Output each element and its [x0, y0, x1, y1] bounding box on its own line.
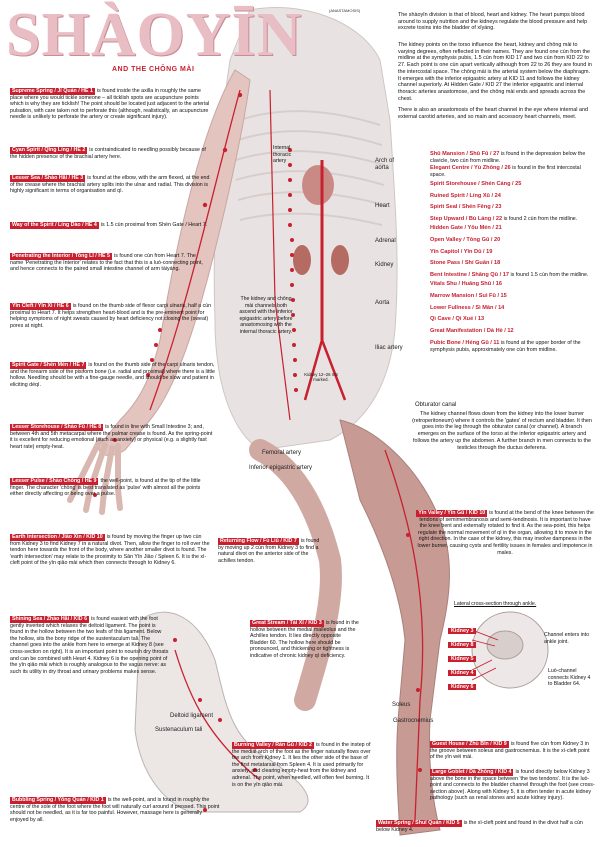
point-label: Earth Intersection / Jiāo Xìn / KID 10	[10, 534, 105, 541]
point-label: Lesser Pulse / Shào Chōng / HE 9	[10, 478, 99, 485]
obturator-canal-label: Obturator canal	[415, 402, 457, 408]
adrenal-label: Adrenal	[375, 238, 396, 244]
torso-point-15: Marrow Mansion / Suì Fǔ / 15	[430, 292, 507, 299]
acupoint-dots	[93, 92, 422, 812]
torso-figure	[213, 6, 398, 451]
soleus-label: Soleus	[392, 702, 411, 708]
torso-point-12: Great Manifestation / Dà Hè / 12	[430, 328, 514, 335]
point-label: Lesser Sea / Shào Hǎi / HE 3	[10, 175, 86, 182]
torso-point-20: Open Valley / Tōng Gǔ / 20	[430, 236, 501, 243]
page-subtitle: AND THE CHŌNG MÀI	[112, 66, 195, 73]
gastrocnemius-label: Gastrocnemius	[393, 718, 434, 724]
intro-paragraph-1: The shàoyīn division is that of blood, h…	[398, 12, 588, 32]
torso-point-18: Stone Pass / Shí Guān / 18	[430, 260, 501, 267]
heart-figure	[302, 165, 334, 205]
arch-of-aorta-label: Arch of aorta	[375, 158, 395, 171]
torso-point-22: Step Upward / Bù Láng / 22 is found 2 cù…	[430, 216, 578, 223]
point-label: Way of the Spirit / Líng Dào / HE 4	[10, 222, 99, 229]
femoral-artery-label: Femoral artery	[262, 450, 302, 456]
anastamosis-label: (ANASTAMOSIS)	[329, 8, 361, 13]
cross-label-kid4: Kidney 4	[448, 661, 477, 679]
sustentaculum-label: Sustenaculum tali	[155, 727, 203, 733]
kidney-channel-paragraph: The kidney channel flows down from the k…	[412, 411, 592, 451]
torso-point-23: Spirit Seal / Shén Fēng / 23	[430, 204, 502, 211]
torso-point-24: Ruined Spirit / Líng Xū / 24	[430, 192, 501, 199]
kidney-figure	[293, 245, 311, 275]
inferior-epigastric-label: Inferior epigastric artery	[249, 465, 313, 471]
leg-figure	[339, 419, 450, 836]
ribcage-figure	[235, 110, 385, 226]
cross-label-kid8: Kidney 8	[448, 633, 477, 651]
point-label: Great Stream / Tài Xī / KID 3	[250, 620, 324, 627]
cross-section-title: Lateral cross-section through ankle.	[454, 601, 537, 607]
point-label: Lesser Storehouse / Shào Fǔ / HE 8	[10, 424, 104, 431]
torso-points-list: Shū Mansion / Shū Fǔ / 27 is found in th…	[430, 151, 595, 353]
cross-note-2: Luò-channel connects Kidney 4 to Bladder…	[548, 668, 591, 687]
heart-point-5: Penetrating the Interior / Tōng Lǐ / HE …	[10, 253, 203, 273]
kidney-label: Kidney	[375, 262, 394, 268]
cross-label-kid6: Kidney 6	[448, 675, 477, 693]
aorta-label: Aorta	[375, 300, 390, 306]
hand-figure	[67, 437, 123, 515]
heart-label: Heart	[375, 203, 390, 209]
kidney-not-marked-note: Kidney 12–26 not marked.	[304, 372, 338, 382]
intro-paragraph-3: There is also an anastomosis of the hear…	[398, 107, 588, 120]
point-label: Bubbling Spring / Yǒng Quán / KID 1	[10, 797, 106, 804]
torso-point-19: Yīn Capitol / Yīn Dū / 19	[430, 248, 493, 255]
cross-note-1: Channel enters into ankle joint.	[544, 632, 589, 645]
torso-point-26: Elegant Centre / Yù Zhōng / 26 is found …	[430, 165, 581, 179]
point-label: Shining Sea / Zhào Hǎi / KID 6	[10, 616, 90, 623]
torso-point-27: Shū Mansion / Shū Fǔ / 27 is found in th…	[430, 151, 586, 164]
chong-mai-note: The kidney and chōng mài channels both a…	[239, 296, 293, 335]
torso-point-25: Spirit Storehouse / Shén Cáng / 25	[430, 180, 522, 187]
point-label: Water Spring / Shuǐ Quán / KID 5	[376, 820, 462, 827]
torso-point-17: Bent Intestine / Shāng Qū / 17 is found …	[430, 272, 589, 279]
intro-paragraph-2: The kidney points on the torso influence…	[398, 42, 592, 102]
iliac-artery-label: Iliac artery	[375, 345, 403, 351]
torso-point-14: Lower Fullness / Sì Mǎn / 14	[430, 304, 505, 311]
torso-point-11: Pubic Bone / Héng Gǔ / 11 is found at th…	[430, 339, 581, 353]
torso-point-16: Vitals Shu / Huāng Shū / 16	[430, 280, 503, 287]
cross-label-kid3: Kidney 3	[448, 619, 477, 637]
point-label: Supreme Spring / Jí Quán / HE 1	[10, 88, 95, 95]
point-label: Penetrating the Interior / Tōng Lǐ / HE …	[10, 253, 113, 260]
point-label: Returning Flow / Fù Liū / KID 7	[218, 538, 299, 545]
internal-thoracic-label: Internal thoracic artery	[273, 145, 292, 164]
point-label: Yīn Cleft / Yīn Xì / HE 6	[10, 303, 71, 310]
point-label: Burning Valley / Rán Gǔ / KID 2	[232, 742, 314, 749]
point-label: Spirit Gate / Shén Mén / HE 7	[10, 362, 87, 369]
point-label: Yīn Valley / Yīn Gǔ / KID 10	[416, 510, 488, 517]
point-label: Cyan Spirit / Qīng Líng / HE 2	[10, 147, 88, 154]
point-label: Large Goblet / Dà Zhōng / KID 4	[430, 769, 514, 776]
page-title: SHÀOYĪN	[6, 1, 303, 69]
torso-point-21: Hidden Gate / Yōu Mén / 21	[430, 224, 502, 231]
cross-label-kid5: Kidney 5	[448, 647, 477, 665]
point-label: Guest House / Zhù Bīn / KID 9	[430, 741, 509, 748]
torso-point-13: Qì Cave / Qì Xué / 13	[430, 316, 485, 323]
deltoid-ligament-label: Deltoid ligament	[170, 713, 214, 719]
